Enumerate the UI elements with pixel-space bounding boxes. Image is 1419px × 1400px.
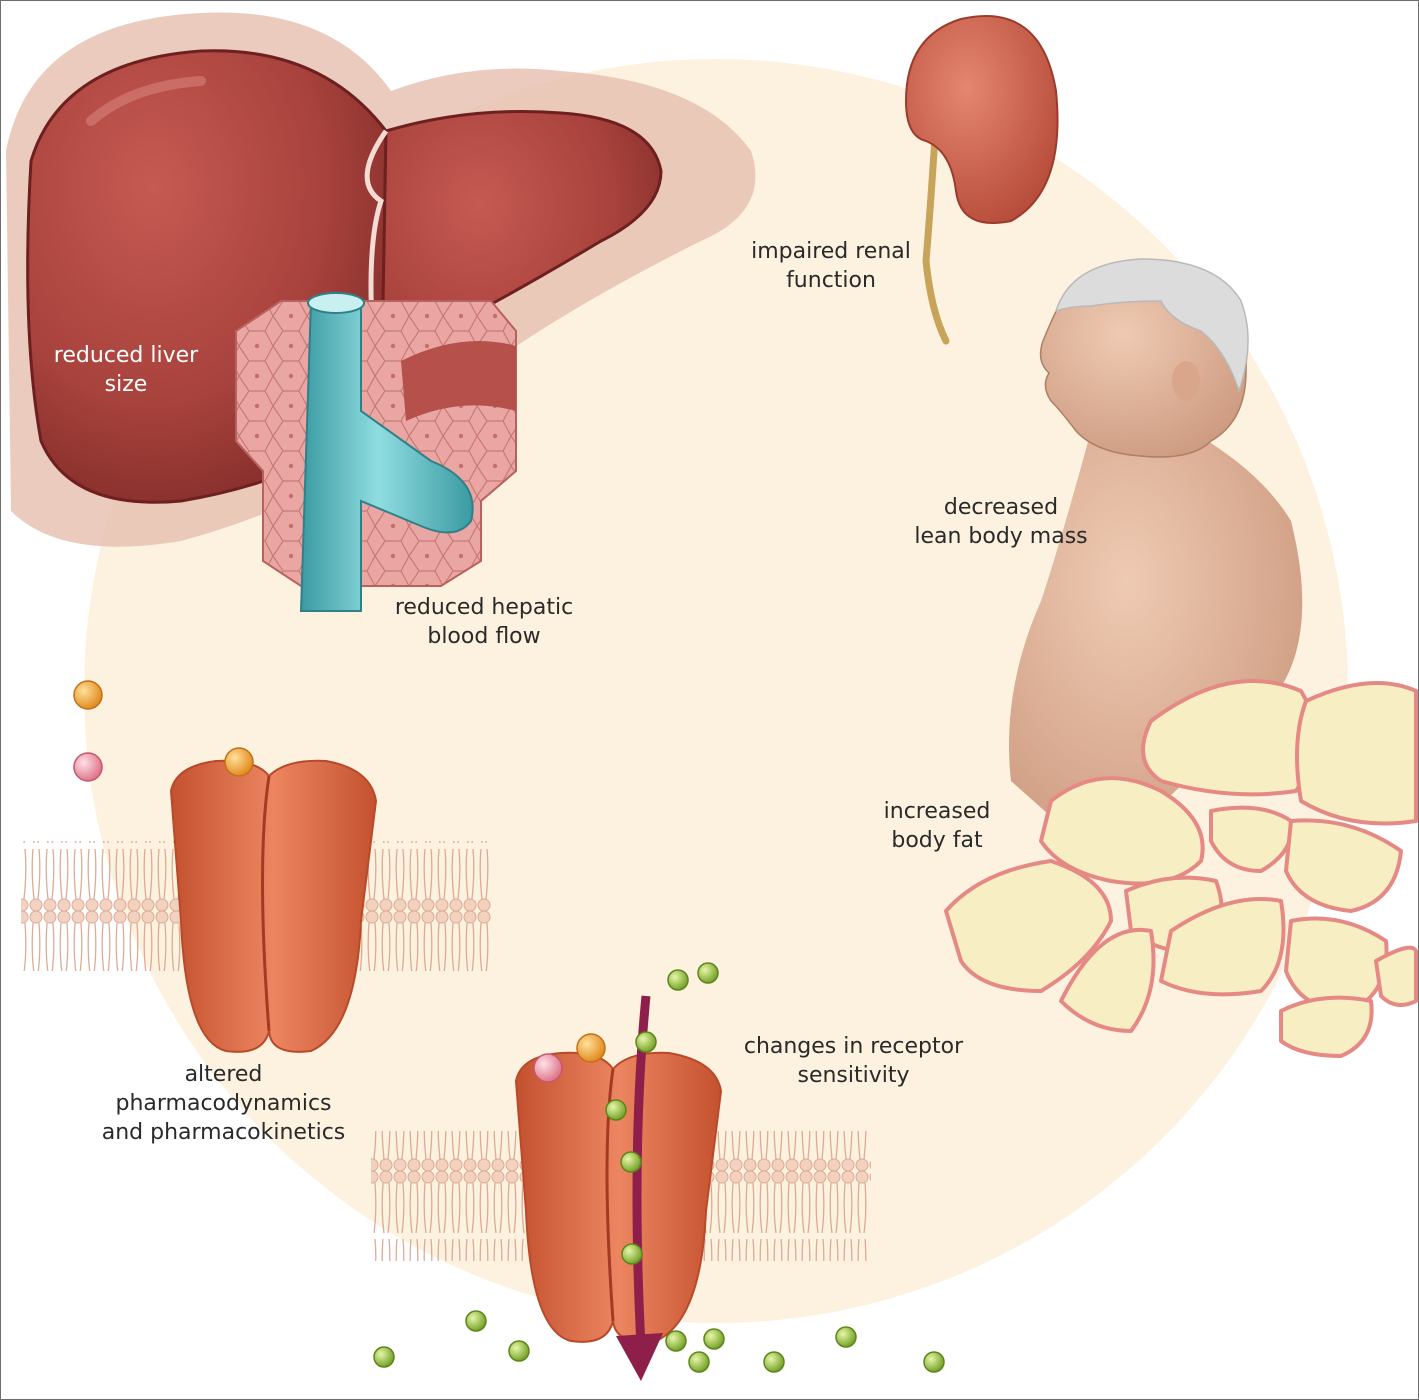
label-reduced-hepatic-blood-flow: reduced hepatic blood flow <box>379 593 589 651</box>
label-line: sensitivity <box>731 1061 976 1090</box>
label-line: pharmacodynamics <box>91 1089 356 1118</box>
label-line: blood flow <box>379 622 589 651</box>
label-line: impaired renal <box>736 237 926 266</box>
label-line: and pharmacokinetics <box>91 1118 356 1147</box>
label-line: body fat <box>867 826 1007 855</box>
label-line: changes in receptor <box>731 1032 976 1061</box>
label-reduced-liver-size: reduced liver size <box>41 341 211 399</box>
label-line: altered <box>91 1060 356 1089</box>
label-line: reduced hepatic <box>379 593 589 622</box>
label-altered-pharmacodynamics: altered pharmacodynamics and pharmacokin… <box>91 1060 356 1147</box>
label-line: function <box>736 266 926 295</box>
label-line: reduced liver <box>41 341 211 370</box>
label-line: size <box>41 370 211 399</box>
hepatic-tissue-illustration <box>236 293 516 611</box>
label-changes-in-receptor-sensitivity: changes in receptor sensitivity <box>731 1032 976 1090</box>
label-line: increased <box>867 797 1007 826</box>
label-increased-body-fat: increased body fat <box>867 797 1007 855</box>
label-line: lean body mass <box>901 522 1101 551</box>
label-line: decreased <box>901 493 1101 522</box>
label-decreased-lean-body-mass: decreased lean body mass <box>901 493 1101 551</box>
label-impaired-renal-function: impaired renal function <box>736 237 926 295</box>
